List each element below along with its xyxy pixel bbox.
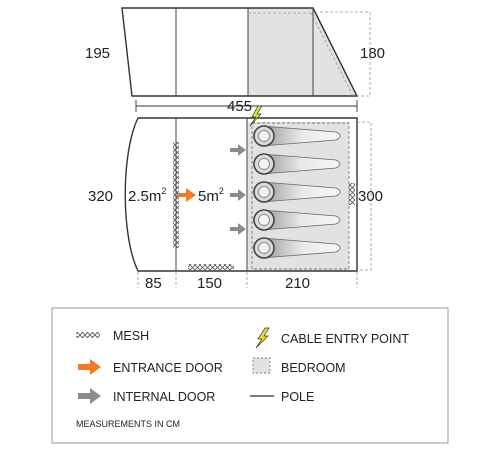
sleeping-bag [253, 181, 341, 203]
entrance-door-arrow [177, 188, 196, 202]
segment-dimensions: 85 150 210 [137, 272, 358, 292]
internal-door-arrow [230, 144, 246, 156]
sleeping-bag-opening [258, 130, 270, 142]
legend-internal-label: INTERNAL DOOR [113, 390, 215, 404]
legend-cable-label: CABLE ENTRY POINT [281, 332, 409, 346]
dim-length: 455 [227, 98, 252, 115]
side-view: 195 180 [85, 7, 385, 97]
dim-width-bedroom: 300 [358, 188, 383, 205]
mesh-window-bedroom [349, 183, 355, 205]
bedroom-side-area [248, 8, 357, 96]
floor-plan: 2.5m2 5m2 320 300 [88, 105, 383, 272]
sleeping-bag-opening [258, 158, 270, 170]
dim-segment-1: 85 [145, 275, 162, 292]
height-bedroom-guide [320, 11, 371, 97]
sleeping-bag [253, 237, 341, 259]
internal-door-arrows [230, 144, 246, 235]
legend-pole-label: POLE [281, 390, 314, 404]
tent-floor-outline [124, 117, 358, 272]
internal-door-arrow [230, 189, 246, 201]
legend: MESH ENTRANCE DOOR INTERNAL DOOR CABLE E… [51, 307, 449, 444]
area-front-label: 2.5m2 [128, 186, 166, 205]
legend-mesh-label: MESH [113, 329, 149, 343]
legend-bedroom-label: BEDROOM [281, 361, 346, 375]
sleeping-bag-opening [258, 186, 270, 198]
dim-segment-2: 150 [197, 275, 222, 292]
length-dimension: 455 [135, 98, 358, 115]
sleeping-bag [253, 153, 341, 175]
legend-mesh-swatch [76, 332, 100, 338]
legend-box [51, 307, 449, 444]
sleeping-bag-body [261, 237, 341, 259]
sleeping-bag-opening [258, 214, 270, 226]
legend-measurement-note: MEASUREMENTS IN CM [76, 419, 180, 429]
dim-height-bedroom: 180 [360, 45, 385, 62]
sleeping-bags [253, 125, 341, 259]
mesh-window-bottom [188, 264, 234, 270]
legend-bedroom-swatch [252, 357, 271, 374]
cable-entry-icon [249, 105, 263, 127]
legend-cable-icon [255, 327, 270, 349]
dim-width-main: 320 [88, 188, 113, 205]
sleeping-bag-body [261, 181, 341, 203]
sleeping-bag-opening [258, 242, 270, 254]
legend-internal-arrow [78, 388, 101, 404]
area-living-label: 5m2 [198, 186, 224, 205]
internal-door-arrow [230, 223, 246, 235]
sleeping-bag-body [261, 153, 341, 175]
width-bedroom-guide [357, 121, 372, 271]
sleeping-bag-body [261, 209, 341, 231]
legend-entrance-arrow [78, 359, 101, 375]
sleeping-bag [253, 125, 341, 147]
mesh-window-side [173, 142, 179, 248]
sleeping-bag [253, 209, 341, 231]
dim-segment-3: 210 [285, 275, 310, 292]
side-slope-inner [310, 12, 354, 97]
sleeping-bag-body [261, 125, 341, 147]
legend-entrance-label: ENTRANCE DOOR [113, 361, 223, 375]
dim-height-main: 195 [85, 45, 110, 62]
